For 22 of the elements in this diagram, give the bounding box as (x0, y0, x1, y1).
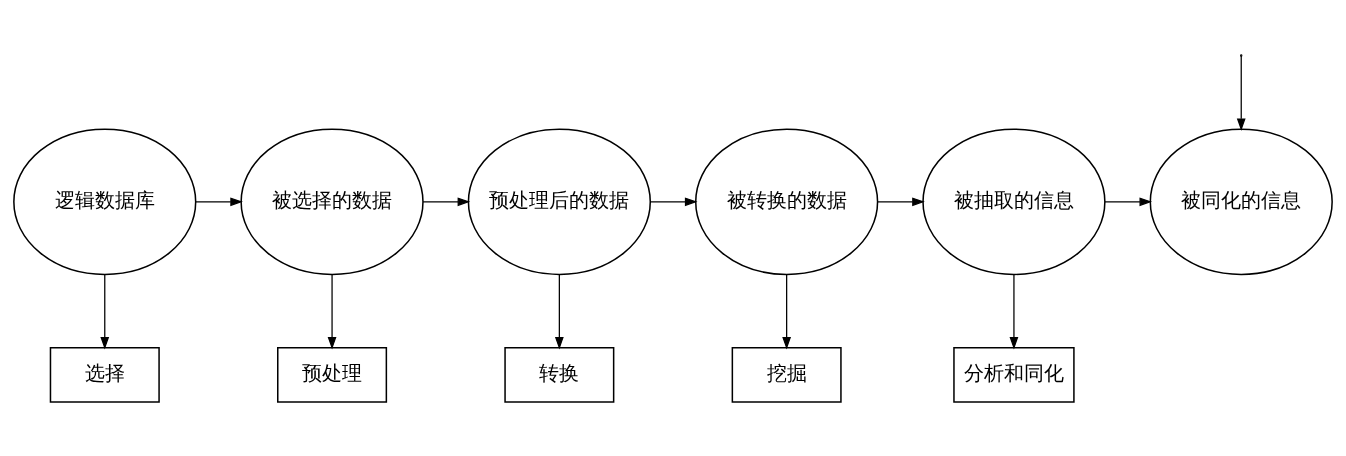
arrow (195, 196, 243, 206)
node-box: 预处理 (277, 346, 388, 403)
arrow (1236, 54, 1246, 131)
arrow (422, 196, 471, 206)
node-ellipse: 被同化的信息 (1149, 127, 1333, 275)
node-ellipse: 被转换的数据 (694, 127, 879, 275)
node-box: 挖掘 (731, 346, 842, 403)
node-ellipse: 逻辑数据库 (13, 127, 197, 275)
arrow (554, 273, 564, 350)
node-ellipse: 预处理后的数据 (467, 127, 652, 275)
arrow (327, 273, 337, 350)
arrow (877, 196, 925, 206)
node-box: 选择 (49, 346, 160, 403)
node-box: 分析和同化 (953, 346, 1075, 403)
arrow (100, 273, 110, 350)
arrow (1104, 196, 1153, 206)
node-ellipse: 被抽取的信息 (922, 127, 1106, 275)
arrow (1009, 273, 1019, 350)
node-ellipse: 被选择的数据 (240, 127, 424, 275)
arrow (782, 273, 792, 350)
node-box: 转换 (504, 346, 615, 403)
arrow (649, 196, 698, 206)
